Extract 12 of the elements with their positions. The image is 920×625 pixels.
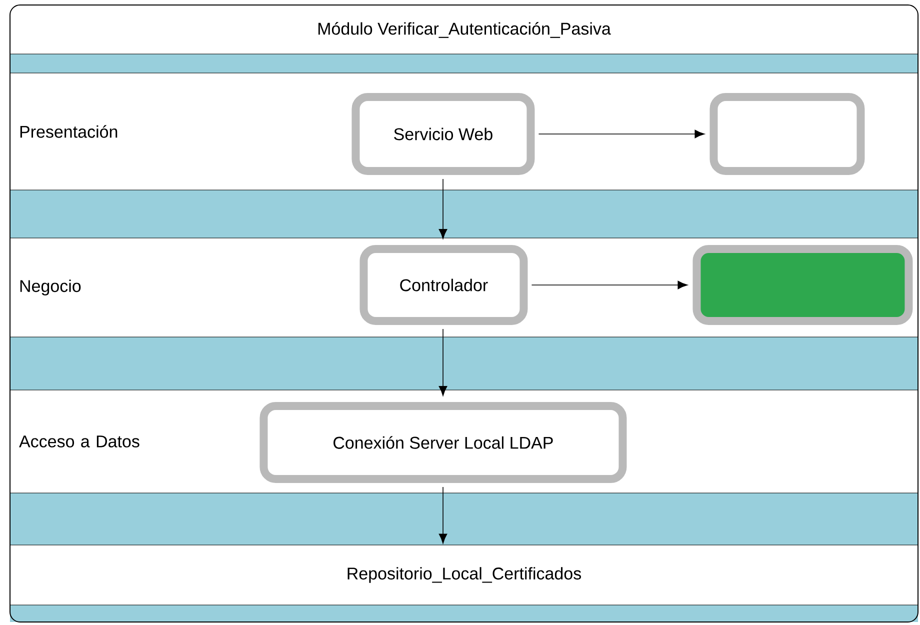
arrow: [538, 130, 705, 138]
component-box: Conexión Server Local LDAP: [260, 402, 627, 483]
component-box: Controlador: [360, 245, 528, 325]
arrow: [531, 280, 688, 290]
arrow: [438, 486, 448, 544]
component-box: [710, 93, 865, 175]
title: Módulo Verificar_Autenticación_Pasiva: [318, 22, 611, 38]
arrow: [438, 328, 448, 396]
component-box: [692, 245, 913, 325]
arrow: [438, 178, 448, 239]
repository-band: Repositorio_Local_Certificados: [10, 544, 918, 606]
component-box: Servicio Web: [352, 93, 535, 175]
